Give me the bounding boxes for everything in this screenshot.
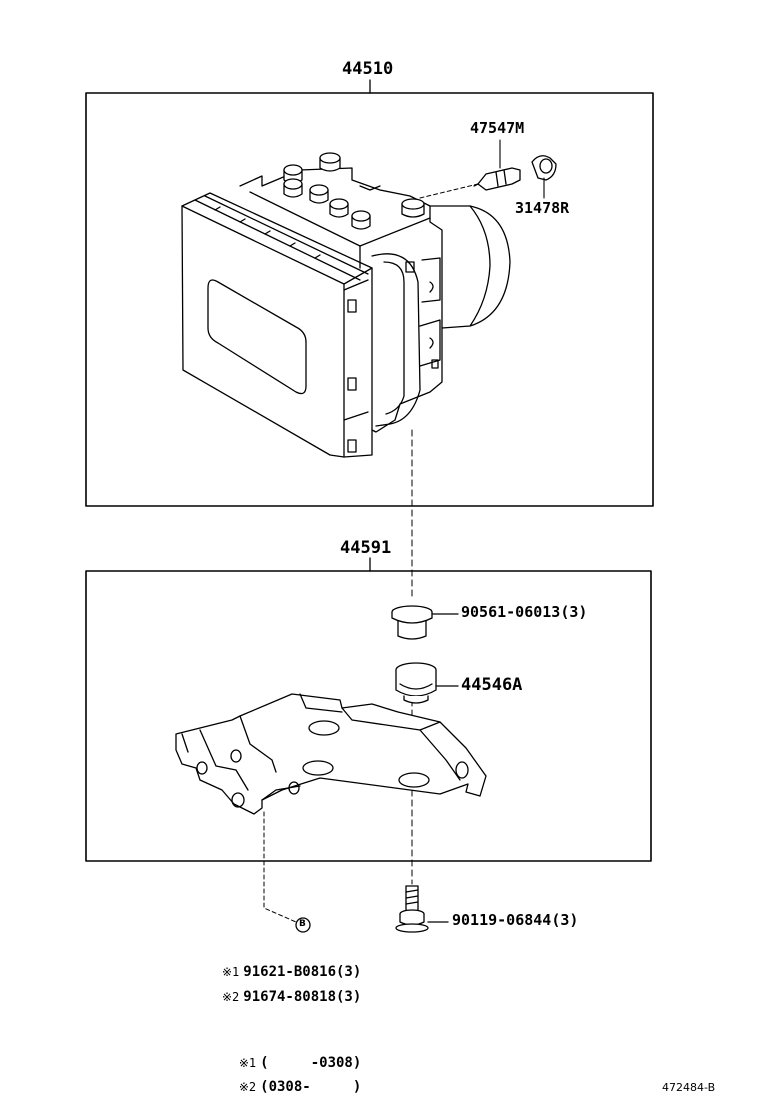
- date-note-row-2: ※2(0308- ): [222, 1066, 361, 1094]
- abs-actuator-drawing: [181, 152, 511, 458]
- variant-mark-2: ※2: [222, 990, 240, 1004]
- date-note-mark-1: ※1: [238, 1056, 257, 1070]
- bleeder-plug-part-number: 47547M: [470, 119, 525, 137]
- drawing-code: 472484-B: [662, 1081, 716, 1094]
- collar-bolt-drawing: [391, 605, 433, 640]
- cushion-part-number: 44546A: [461, 675, 523, 695]
- bottom-group-frame: [85, 570, 652, 862]
- variant-part-number-2: 91674-80818(3): [243, 989, 362, 1005]
- collar-bolt-part-number: 90561-06013(3): [461, 603, 588, 621]
- bleeder-cap-part-number: 31478R: [515, 199, 570, 217]
- reference-circle: [295, 917, 311, 933]
- bleeder-plug-drawing: [473, 139, 521, 191]
- top-group-part-number: 44510: [342, 59, 394, 79]
- date-note-mark-2: ※2: [238, 1080, 257, 1094]
- date-note-row-1: ※1( -0308): [222, 1042, 361, 1070]
- variant-part-number-1: 91621-B0816(3): [243, 964, 362, 980]
- flange-bolt-part-number: 90119-06844(3): [452, 911, 579, 929]
- reference-dashed-line: [263, 811, 297, 923]
- date-note-range-1: ( -0308): [260, 1055, 362, 1071]
- variant-mark-1: ※1: [222, 965, 240, 979]
- flange-bolt-drawing: [395, 885, 429, 933]
- bleeder-cap-drawing: [531, 155, 557, 199]
- bottom-group-part-number: 44591: [340, 538, 392, 558]
- bleeder-dashed-line: [419, 183, 479, 199]
- bracket-drawing: [175, 693, 487, 815]
- date-note-range-2: (0308- ): [260, 1079, 362, 1095]
- reference-marker-label: B: [299, 919, 306, 929]
- cushion-drawing: [395, 662, 437, 704]
